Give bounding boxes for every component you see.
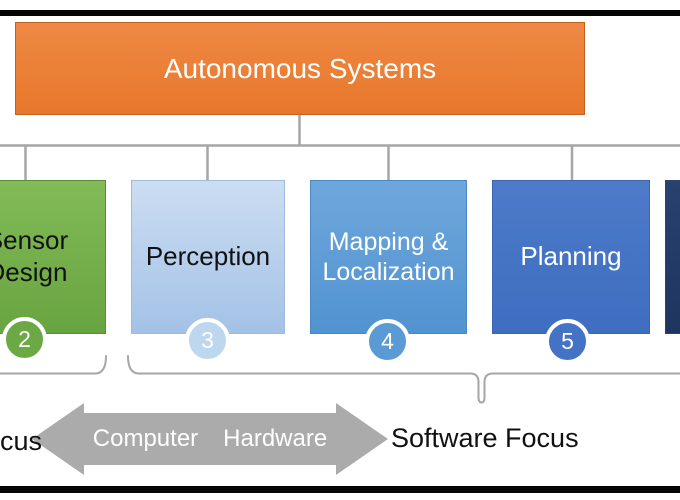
node-sensor-design: Sensor Design xyxy=(0,180,106,334)
brace-right xyxy=(127,355,680,404)
node-mapping-localization: Mapping & Localization xyxy=(310,180,467,334)
number-badge-3: 3 xyxy=(185,318,230,363)
arrow-label-word-computer: Computer xyxy=(92,424,199,452)
node-planning: Planning xyxy=(492,180,650,334)
number-badge-5: 5 xyxy=(545,319,590,364)
node-cropped-right xyxy=(665,180,680,334)
number-badge-2: 2 xyxy=(2,317,47,362)
node-perception: Perception xyxy=(131,180,285,334)
badge-number: 3 xyxy=(201,327,214,353)
badge-number: 5 xyxy=(561,328,574,354)
brace-left xyxy=(0,355,107,375)
badge-number: 2 xyxy=(18,326,31,352)
root-node-label: Autonomous Systems xyxy=(163,52,437,84)
org-chart-connectors xyxy=(0,115,680,182)
software-focus-label: Software Focus xyxy=(391,423,579,453)
slide-border-bottom xyxy=(0,486,680,493)
root-node-autonomous-systems: Autonomous Systems xyxy=(15,22,585,115)
arrow-label-word-hardware: Hardware xyxy=(223,424,328,452)
braces xyxy=(0,355,680,404)
slide-border-top xyxy=(0,10,680,16)
number-badge-4: 4 xyxy=(365,319,410,364)
arrow-label: Computer Hardware xyxy=(84,412,336,465)
node-label: Planning xyxy=(520,241,622,272)
badge-number: 4 xyxy=(381,328,394,354)
node-label: Mapping & Localization xyxy=(322,227,455,287)
left-focus-label-fragment: cus xyxy=(0,426,43,456)
double-arrow xyxy=(32,403,388,475)
node-label: Sensor Design xyxy=(0,225,69,287)
node-label: Perception xyxy=(145,241,271,272)
